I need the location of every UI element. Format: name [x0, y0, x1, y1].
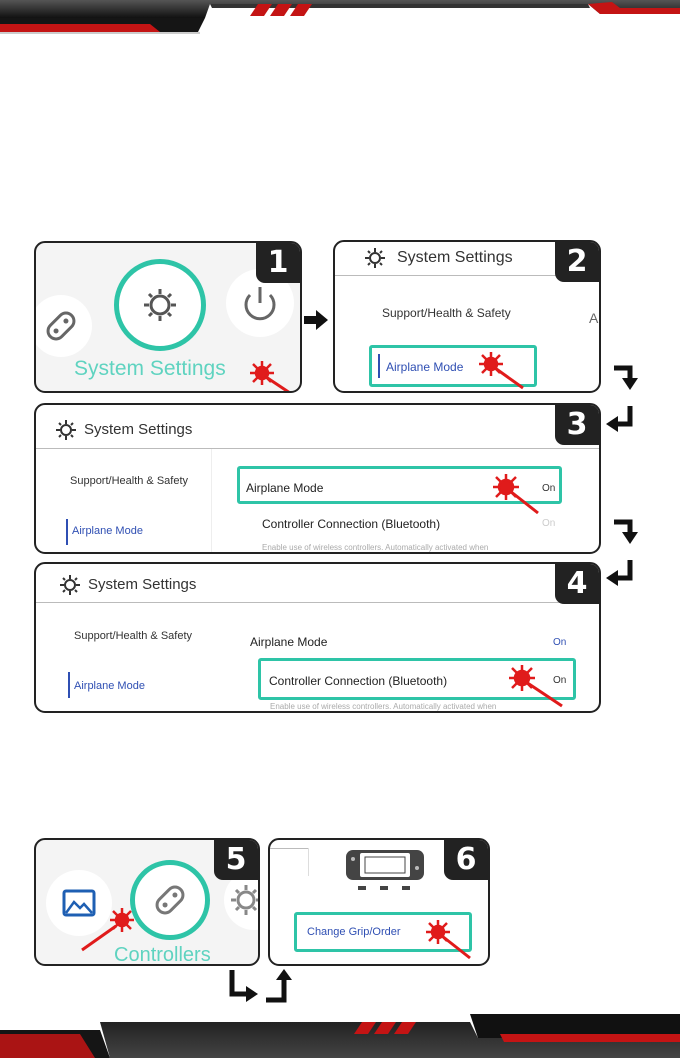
selection-bar	[378, 354, 380, 378]
top-divider	[270, 848, 308, 849]
gear-icon	[231, 885, 258, 915]
sidebar-item-airplane-mode[interactable]: Airplane Mode	[72, 525, 143, 537]
gear-icon	[60, 575, 80, 595]
step5-panel: Controllers 5	[34, 838, 260, 966]
top-banner	[0, 0, 680, 36]
step-number: 6	[444, 840, 488, 880]
setting-label: Airplane Mode	[246, 481, 324, 495]
setting-controller-connection[interactable]: Controller Connection (Bluetooth) On	[258, 658, 576, 700]
step6-panel: Change Grip/Order 6	[268, 838, 490, 966]
setting-controller-connection[interactable]: Controller Connection (Bluetooth)	[262, 517, 441, 531]
system-settings-label: System Settings	[74, 357, 226, 380]
setting-state: On	[553, 675, 567, 686]
step-number: 3	[555, 405, 599, 445]
tap-indicator-icon	[479, 352, 524, 390]
joycon-icon	[155, 885, 185, 915]
setting-state: On	[542, 518, 556, 529]
arrow-right-icon	[304, 310, 328, 330]
gear-icon	[365, 248, 385, 268]
step4-panel: System Settings Support/Health & Safety …	[34, 562, 601, 713]
bottom-banner	[0, 1012, 680, 1058]
tap-indicator-icon	[81, 908, 134, 952]
page-title: System Settings	[88, 576, 197, 593]
sidebar-item-support[interactable]: Support/Health & Safety	[70, 475, 189, 487]
step-number: 4	[555, 564, 599, 604]
setting-label: Controller Connection (Bluetooth)	[269, 674, 448, 688]
arrow-down-icon	[614, 365, 638, 390]
page-title: System Settings	[397, 249, 513, 266]
divider	[36, 602, 599, 603]
album-icon	[62, 889, 96, 917]
setting-description: Enable use of wireless controllers. Auto…	[270, 702, 497, 711]
menu-item-airplane-mode[interactable]: Airplane Mode	[369, 345, 537, 387]
setting-state: On	[542, 483, 556, 494]
gear-icon	[144, 289, 176, 321]
step1-panel: System Settings 1	[34, 241, 302, 393]
power-icon	[244, 287, 276, 321]
gear-icon	[56, 420, 76, 440]
divider	[335, 275, 599, 276]
arrow-down-icon	[614, 519, 638, 544]
menu-item-support[interactable]: Support/Health & Safety	[382, 306, 511, 320]
controllers-tile[interactable]	[130, 860, 210, 940]
divider	[36, 448, 599, 449]
partial-heading: A	[589, 310, 599, 326]
step2-panel: System Settings Support/Health & Safety …	[333, 240, 601, 393]
bottom-banner-graphic	[0, 1014, 680, 1058]
album-tile[interactable]	[46, 870, 112, 936]
step3-panel: System Settings Support/Health & Safety …	[34, 403, 601, 554]
sidebar-divider	[211, 449, 212, 552]
settings-tile[interactable]	[224, 870, 258, 930]
setting-description: Enable use of wireless controllers. Auto…	[262, 543, 489, 552]
setting-airplane-mode[interactable]: Airplane Mode	[250, 635, 328, 649]
switch-console-icon	[346, 850, 424, 890]
left-divider	[308, 848, 309, 876]
system-settings-tile[interactable]	[114, 259, 206, 351]
top-banner-graphic	[0, 0, 680, 34]
controllers-label: Controllers	[114, 944, 211, 966]
step-number: 2	[555, 242, 599, 282]
setting-state: On	[553, 637, 567, 648]
selection-bar	[68, 672, 70, 698]
arrow-left-icon	[606, 560, 633, 586]
sidebar-item-airplane-mode[interactable]: Airplane Mode	[74, 680, 145, 692]
sidebar-item-support[interactable]: Support/Health & Safety	[74, 630, 193, 642]
tap-indicator-icon	[426, 920, 471, 960]
arrow-right-up-icon	[229, 969, 292, 1003]
change-grip-order-label: Change Grip/Order	[307, 926, 401, 938]
tap-indicator-icon	[250, 361, 290, 391]
arrow-left-icon	[606, 406, 633, 432]
selection-bar	[66, 519, 68, 545]
joycon-tile[interactable]	[36, 295, 92, 357]
step-number: 1	[256, 243, 300, 283]
tap-indicator-icon	[493, 474, 539, 515]
step-number: 5	[214, 840, 258, 880]
joycon-icon	[46, 311, 76, 341]
page-title: System Settings	[84, 421, 193, 438]
menu-item-label: Airplane Mode	[386, 360, 464, 374]
tap-indicator-icon	[509, 665, 563, 708]
